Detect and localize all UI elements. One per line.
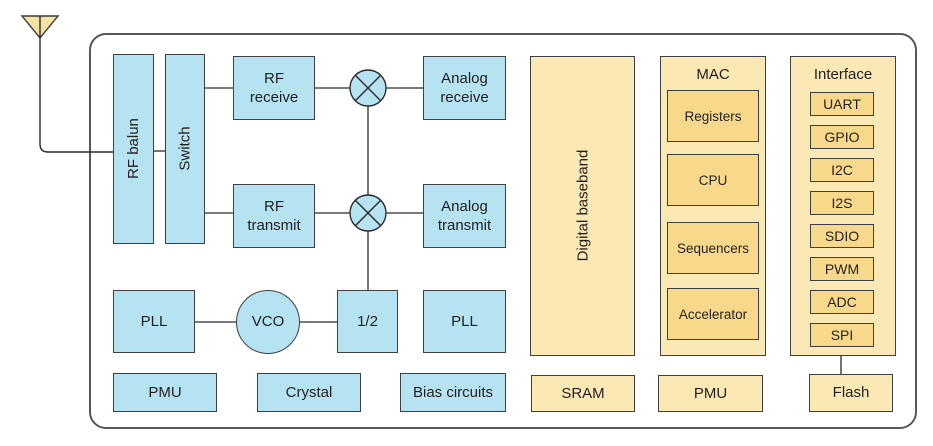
interface-i2c-label: I2C bbox=[831, 162, 853, 178]
rf-receive-block: RF receive bbox=[233, 56, 315, 120]
mac-registers-label: Registers bbox=[684, 108, 742, 124]
mac-title: MAC bbox=[696, 66, 730, 83]
sram-label: SRAM bbox=[561, 384, 605, 402]
interface-sdio-block: SDIO bbox=[810, 224, 874, 248]
interface-pwm-block: PWM bbox=[810, 257, 874, 281]
pmu-digital-label: PMU bbox=[693, 384, 728, 402]
mixer-rx-icon bbox=[349, 69, 387, 107]
rf-receive-label: RF receive bbox=[249, 69, 299, 106]
crystal-label: Crystal bbox=[285, 383, 333, 401]
crystal-block: Crystal bbox=[257, 373, 361, 412]
analog-transmit-label: Analog transmit bbox=[437, 197, 492, 234]
vco-label: VCO bbox=[251, 313, 285, 331]
mac-container: MAC Registers CPU Sequencers Accelerator bbox=[660, 56, 766, 356]
interface-title: Interface bbox=[813, 66, 873, 83]
interface-pwm-label: PWM bbox=[824, 261, 860, 277]
switch-block: Switch bbox=[165, 54, 205, 244]
rf-balun-label: RF balun bbox=[124, 118, 142, 180]
interface-container: Interface UART GPIO I2C I2S SDIO PWM ADC… bbox=[790, 56, 896, 356]
digital-baseband-block: Digital baseband bbox=[530, 56, 635, 356]
mixer-tx-icon bbox=[349, 194, 387, 232]
interface-spi-block: SPI bbox=[810, 323, 874, 347]
bias-circuits-block: Bias circuits bbox=[400, 373, 506, 412]
interface-sdio-label: SDIO bbox=[824, 228, 860, 244]
divider-block: 1/2 bbox=[337, 290, 398, 353]
pmu-analog-label: PMU bbox=[148, 383, 182, 401]
pll-left-label: PLL bbox=[140, 312, 168, 330]
chip-outline bbox=[89, 33, 917, 429]
wire-antenna-balun bbox=[39, 16, 113, 153]
interface-spi-label: SPI bbox=[830, 327, 854, 343]
rf-transmit-label: RF transmit bbox=[247, 197, 301, 234]
interface-i2s-label: I2S bbox=[831, 195, 853, 211]
divider-label: 1/2 bbox=[357, 312, 378, 330]
sram-block: SRAM bbox=[531, 375, 635, 412]
mac-cpu-block: CPU bbox=[667, 154, 759, 206]
bias-circuits-label: Bias circuits bbox=[412, 383, 494, 401]
pll-left-block: PLL bbox=[113, 290, 195, 353]
mac-accelerator-block: Accelerator bbox=[667, 288, 759, 340]
flash-block: Flash bbox=[809, 374, 893, 412]
interface-gpio-label: GPIO bbox=[824, 129, 860, 145]
rf-balun-block: RF balun bbox=[113, 54, 154, 244]
flash-label: Flash bbox=[832, 384, 870, 402]
vco-block: VCO bbox=[236, 290, 300, 354]
interface-uart-label: UART bbox=[823, 96, 861, 112]
switch-label: Switch bbox=[176, 126, 194, 172]
antenna-icon bbox=[20, 15, 113, 153]
pll-right-label: PLL bbox=[451, 312, 478, 330]
mac-sequencers-label: Sequencers bbox=[676, 240, 750, 256]
mac-accelerator-label: Accelerator bbox=[678, 306, 748, 322]
interface-uart-block: UART bbox=[810, 92, 874, 116]
pmu-digital-block: PMU bbox=[658, 375, 763, 412]
mac-cpu-label: CPU bbox=[698, 172, 728, 188]
mac-sequencers-block: Sequencers bbox=[667, 222, 759, 274]
interface-adc-label: ADC bbox=[827, 294, 857, 310]
pll-right-block: PLL bbox=[423, 290, 506, 353]
interface-gpio-block: GPIO bbox=[810, 125, 874, 149]
interface-i2s-block: I2S bbox=[810, 191, 874, 215]
interface-i2c-block: I2C bbox=[810, 158, 874, 182]
mac-registers-block: Registers bbox=[667, 90, 759, 142]
analog-receive-label: Analog receive bbox=[440, 69, 489, 106]
pmu-analog-block: PMU bbox=[113, 373, 217, 412]
analog-receive-block: Analog receive bbox=[423, 56, 506, 120]
rf-transmit-block: RF transmit bbox=[233, 184, 315, 248]
analog-transmit-block: Analog transmit bbox=[423, 184, 506, 248]
interface-adc-block: ADC bbox=[810, 290, 874, 314]
digital-baseband-label: Digital baseband bbox=[573, 150, 591, 262]
